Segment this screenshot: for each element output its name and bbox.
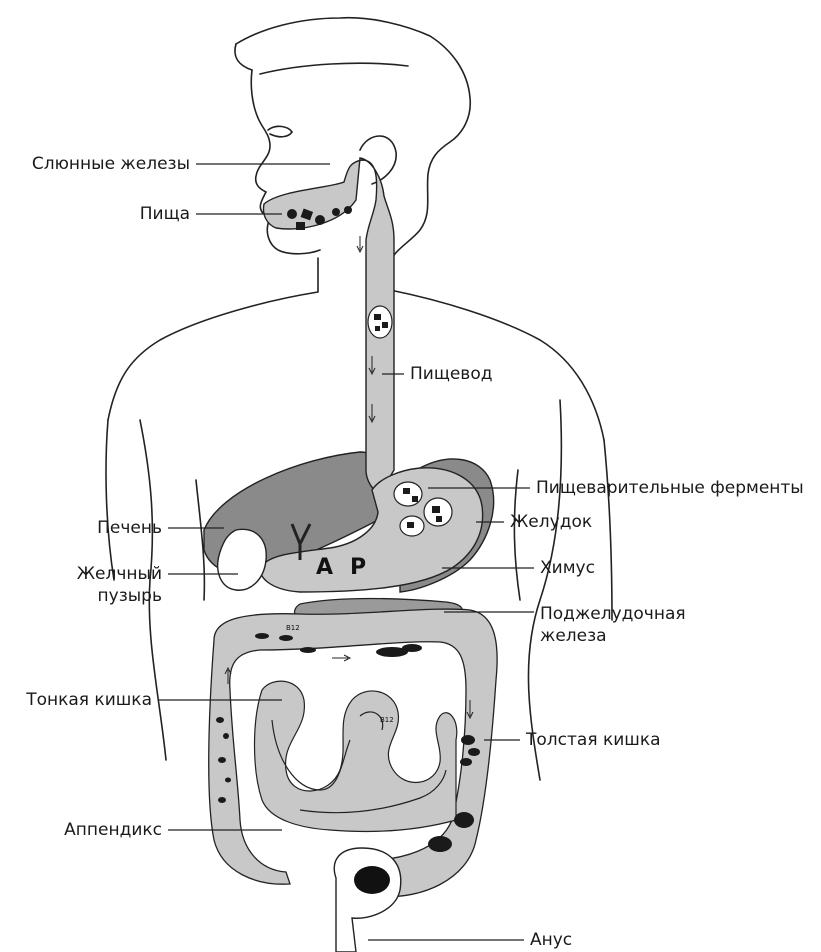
label-liver: Печень [4,518,162,538]
label-salivary-glands: Слюнные железы [4,154,190,174]
stool [354,866,390,894]
rectum [334,848,400,952]
label-esophagus: Пищевод [410,364,492,384]
label-anus: Анус [530,930,572,950]
label-large-intestine: Толстая кишка [526,730,661,750]
label-food: Пища [4,204,190,224]
label-gallbladder-line2: пузырь [4,586,162,606]
label-pancreas-line2: железа [540,626,607,646]
label-gallbladder-line1: Желчный [4,564,162,584]
b12-label: B12 [286,624,300,632]
body-outline [106,18,612,780]
left-shoulder [108,258,318,420]
label-chyme: Химус [540,558,595,578]
letter-p-big: P [350,555,366,580]
letter-a-big: A [316,555,333,580]
label-small-intestine: Тонкая кишка [4,690,152,710]
label-stomach: Желудок [510,512,592,532]
head-back-line [236,18,470,290]
b12-label-2: B12 [380,716,394,724]
label-appendix: Аппендикс [4,820,162,840]
small-intestine [255,681,457,831]
label-digestive-enzymes: Пищеварительные ферменты [536,478,804,498]
label-pancreas-line1: Поджелудочная [540,604,686,624]
